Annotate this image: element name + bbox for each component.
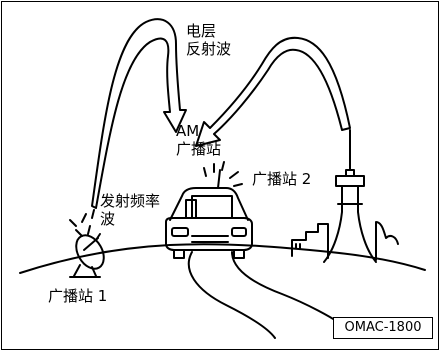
diagram-frame bbox=[1, 1, 439, 350]
road-right-edge bbox=[231, 251, 339, 323]
station-2-label: 广播站 2 bbox=[252, 170, 312, 188]
dish-antenna-icon bbox=[69, 225, 105, 278]
signal-dashes-dish bbox=[69, 209, 95, 227]
reflected-wave-arrow-left bbox=[91, 18, 187, 209]
ionosphere-reflected-wave-label: 电层 反射波 bbox=[186, 22, 231, 58]
transmit-wave-label: 发射频率 波 bbox=[100, 192, 160, 228]
ionosphere-label-line-1: 电层 bbox=[186, 22, 217, 40]
am-label-line-1: AM bbox=[176, 122, 200, 140]
reflected-wave-arrow-right bbox=[195, 36, 351, 147]
car-icon bbox=[165, 169, 253, 259]
city-buildings-icon bbox=[291, 221, 399, 261]
transmit-label-line-1: 发射频率 bbox=[100, 192, 161, 210]
am-station-label: AM 广播站 bbox=[176, 122, 221, 158]
figure-code-label: OMAC-1800 bbox=[333, 317, 433, 339]
car-signal-dashes bbox=[203, 161, 243, 187]
ionosphere-label-line-2: 反射波 bbox=[186, 40, 232, 58]
am-label-line-2: 广播站 bbox=[176, 140, 222, 158]
broadcast-tower-icon bbox=[323, 129, 377, 263]
road-left-edge bbox=[187, 251, 276, 339]
station-1-label: 广播站 1 bbox=[48, 287, 108, 305]
transmit-label-line-2: 波 bbox=[100, 210, 116, 228]
